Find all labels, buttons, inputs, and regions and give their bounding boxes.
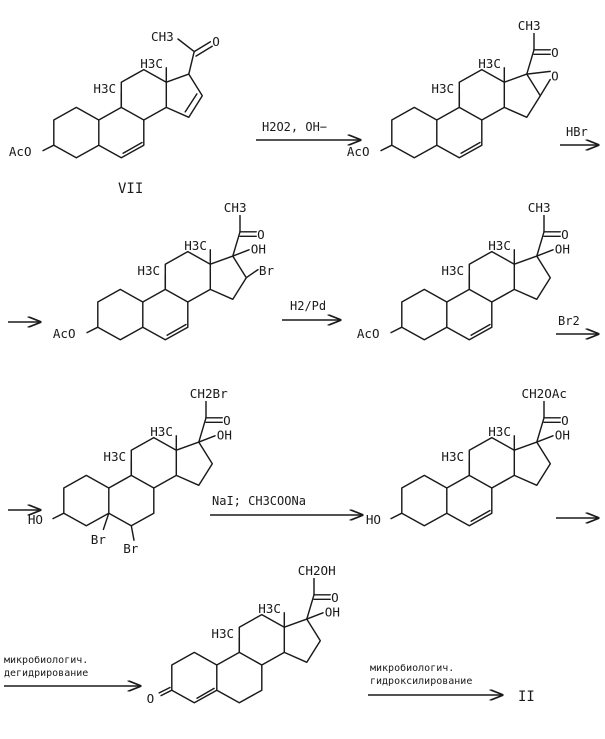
structure-epoxide: CH3 O O H3C H3C AcO — [347, 18, 559, 159]
arrow-step4: Br2 — [556, 314, 598, 334]
label-br: Br — [91, 532, 107, 547]
label-ch2oh: CH2OH — [298, 563, 336, 578]
compound-label-vii: VII — [118, 181, 143, 197]
arrow-step7: микробиологич. дегидрирование — [4, 654, 140, 686]
structure-21-acetate: CH2OAc O OH H3C H3C HO — [366, 386, 570, 527]
label-h3c: H3C — [258, 601, 281, 616]
label-aco: AcO — [347, 144, 370, 159]
label-h3c: H3C — [211, 626, 234, 641]
label-h3c: H3C — [150, 424, 173, 439]
label-ho: HO — [366, 512, 381, 527]
label-o: O — [223, 413, 231, 428]
reagent-step3: H2/Pd — [290, 299, 326, 313]
label-ch2br: CH2Br — [190, 386, 228, 401]
reagent-step2: HBr — [566, 125, 588, 139]
label-o: O — [551, 68, 559, 83]
label-br: Br — [259, 263, 275, 278]
label-ch3: CH3 — [518, 18, 541, 33]
label-o: O — [561, 227, 569, 242]
label-h3c: H3C — [441, 263, 464, 278]
label-h3c: H3C — [140, 56, 163, 71]
reagent-step1: H2O2, OH− — [262, 120, 327, 134]
label-h3c: H3C — [137, 263, 160, 278]
reagent-step7-line1: микробиологич. — [4, 654, 88, 666]
arrow-step3: H2/Pd — [282, 299, 340, 320]
label-ho: HO — [28, 512, 43, 527]
reagent-step5: NaI; CH3COONa — [212, 494, 306, 508]
label-h3c: H3C — [184, 238, 207, 253]
label-ch3: CH3 — [528, 200, 551, 215]
arrow-step1: H2O2, OH− — [256, 120, 360, 140]
structure-compound-vii: CH3 O H3C H3C AcO — [9, 29, 220, 159]
label-o: O — [551, 45, 559, 60]
label-oh: OH — [251, 241, 266, 256]
label-oh: OH — [555, 427, 570, 442]
reagent-step4: Br2 — [558, 314, 580, 328]
structure-tribromide: CH2Br O OH H3C H3C HO Br Br — [28, 386, 232, 556]
structure-17-hydroxy-pregnenolone-acetate: CH3 O OH H3C H3C AcO — [357, 200, 570, 341]
reagent-step8-line2: гидроксилирование — [370, 676, 472, 687]
label-oh: OH — [555, 241, 570, 256]
label-ch2oac: CH2OAc — [522, 386, 568, 401]
label-oh: OH — [325, 604, 340, 619]
label-o: O — [561, 413, 569, 428]
label-o: O — [212, 34, 220, 49]
label-br: Br — [123, 541, 139, 556]
product-label-ii: II — [518, 689, 535, 705]
label-aco: AcO — [9, 144, 32, 159]
label-h3c: H3C — [478, 56, 501, 71]
arrow-step8: микробиологич. гидроксилирование — [368, 662, 502, 695]
label-aco: AcO — [53, 326, 76, 341]
label-h3c: H3C — [488, 238, 511, 253]
label-ch3: CH3 — [224, 200, 247, 215]
structure-dehydro-intermediate: CH2OH O OH H3C H3C O — [147, 563, 340, 706]
label-o: O — [257, 227, 265, 242]
reagent-step7-line2: дегидрирование — [4, 668, 88, 679]
reagent-step8-line1: микробиологич. — [370, 662, 454, 674]
label-ch3: CH3 — [151, 29, 174, 44]
label-h3c: H3C — [488, 424, 511, 439]
label-h3c: H3C — [103, 449, 126, 464]
structure-bromohydrin: CH3 O OH Br H3C H3C AcO — [53, 200, 275, 341]
label-o: O — [147, 691, 155, 706]
arrow-step5: NaI; CH3COONa — [210, 494, 362, 515]
label-o: O — [331, 590, 339, 605]
label-h3c: H3C — [441, 449, 464, 464]
label-oh: OH — [217, 427, 232, 442]
label-h3c: H3C — [431, 81, 454, 96]
label-h3c: H3C — [93, 81, 116, 96]
label-aco: AcO — [357, 326, 380, 341]
arrow-step2: HBr — [560, 125, 598, 145]
